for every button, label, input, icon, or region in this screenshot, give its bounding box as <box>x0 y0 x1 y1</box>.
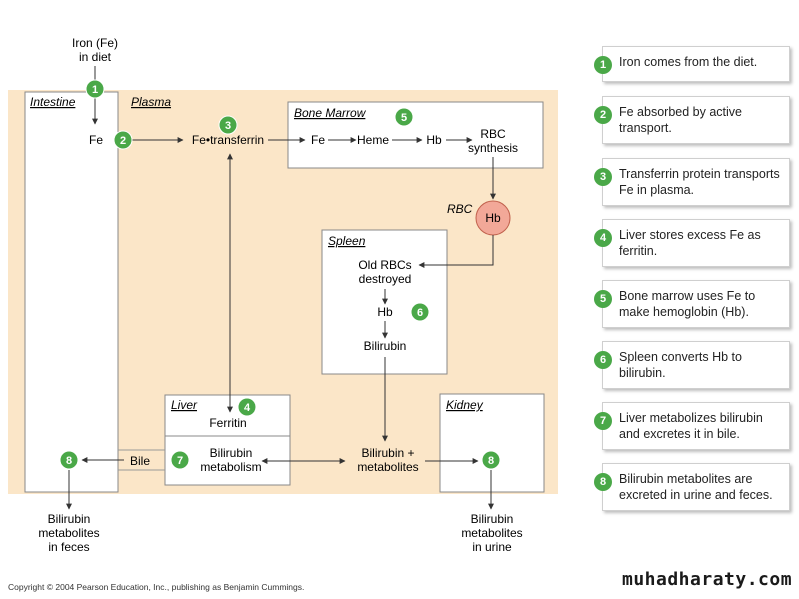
bm-fe: Fe <box>311 133 325 147</box>
legend-text: Spleen converts Hb to bilirubin. <box>619 350 742 380</box>
liver-label: Liver <box>171 398 198 412</box>
bilirubin-metabolites-line2: metabolites <box>357 460 418 474</box>
svg-text:5: 5 <box>401 112 407 124</box>
rbc-hb: Hb <box>485 211 501 225</box>
svg-text:8: 8 <box>488 455 494 467</box>
rbc-label: RBC <box>447 202 473 216</box>
legend-number: 7 <box>594 412 612 430</box>
legend-item-2: 2 Fe absorbed by active transport. <box>594 96 790 144</box>
step-7-marker: 7 <box>170 450 190 470</box>
bone-marrow-box <box>287 101 544 169</box>
rbc-synthesis-line2: synthesis <box>468 141 518 155</box>
intestine-label: Intestine <box>30 95 76 109</box>
legend-number: 2 <box>594 106 612 124</box>
legend-text: Bilirubin metabolites are excreted in ur… <box>619 472 773 502</box>
legend-text: Fe absorbed by active transport. <box>619 105 742 135</box>
svg-text:3: 3 <box>225 120 231 132</box>
arrow-rbc-to-spleen <box>418 235 494 268</box>
legend-item-7: 7 Liver metabolizes bilirubin and excret… <box>594 402 790 450</box>
spleen-hb: Hb <box>377 305 393 319</box>
iron-metabolism-diagram: Intestine Plasma Bone Marrow Spleen Live… <box>8 36 558 554</box>
legend-number: 5 <box>594 290 612 308</box>
legend-number: 4 <box>594 229 612 247</box>
urine-output-line3: in urine <box>472 540 512 554</box>
legend-item-4: 4 Liver stores excess Fe as ferritin. <box>594 219 790 267</box>
intestine-box <box>24 91 119 493</box>
legend-number: 8 <box>594 473 612 491</box>
heme: Heme <box>357 133 389 147</box>
old-rbcs-line2: destroyed <box>359 272 412 286</box>
copyright-text: Copyright © 2004 Pearson Education, Inc.… <box>8 582 305 592</box>
legend-item-6: 6 Spleen converts Hb to bilirubin. <box>594 341 790 389</box>
iron-in-diet-line2: in diet <box>79 50 112 64</box>
svg-text:8: 8 <box>66 455 72 467</box>
step-8-marker-feces: 8 <box>59 450 79 470</box>
feces-output-line2: metabolites <box>38 526 99 540</box>
step-3-marker: 3 <box>218 115 238 135</box>
legend-number: 6 <box>594 351 612 369</box>
old-rbcs-line1: Old RBCs <box>358 258 411 272</box>
ferritin: Ferritin <box>209 416 246 430</box>
svg-text:7: 7 <box>177 455 183 467</box>
feces-output-line3: in feces <box>48 540 89 554</box>
legend-text: Liver stores excess Fe as ferritin. <box>619 228 761 258</box>
legend-text: Bone marrow uses Fe to make hemoglobin (… <box>619 289 756 319</box>
legend-number: 1 <box>594 56 612 74</box>
step-8-marker-urine: 8 <box>481 450 501 470</box>
kidney-label: Kidney <box>446 398 484 412</box>
bilirubin-metabolism-line1: Bilirubin <box>210 446 253 460</box>
iron-in-diet-line1: Iron (Fe) <box>72 36 118 50</box>
step-6-marker: 6 <box>410 302 430 322</box>
legend-item-1: 1 Iron comes from the diet. <box>594 46 790 82</box>
bilirubin-metabolism-line2: metabolism <box>200 460 261 474</box>
rbc-synthesis-line1: RBC <box>480 127 506 141</box>
fe-intestine: Fe <box>89 133 103 147</box>
legend-item-5: 5 Bone marrow uses Fe to make hemoglobin… <box>594 280 790 328</box>
legend-item-8: 8 Bilirubin metabolites are excreted in … <box>594 463 790 511</box>
legend-text: Iron comes from the diet. <box>619 55 758 69</box>
step-1-marker: 1 <box>85 79 105 99</box>
legend-text: Liver metabolizes bilirubin and excretes… <box>619 411 763 441</box>
plasma-label: Plasma <box>131 95 171 109</box>
feces-output-line1: Bilirubin <box>48 512 91 526</box>
watermark-logo: muhadharaty.com <box>622 569 793 590</box>
legend-number: 3 <box>594 168 612 186</box>
bone-marrow-label: Bone Marrow <box>294 106 367 120</box>
step-2-marker: 2 <box>113 130 133 150</box>
kidney-box <box>439 393 545 493</box>
urine-output-line2: metabolites <box>461 526 522 540</box>
spleen-bilirubin: Bilirubin <box>364 339 407 353</box>
spleen-label: Spleen <box>328 234 366 248</box>
svg-text:1: 1 <box>92 84 98 96</box>
legend-text: Transferrin protein transports Fe in pla… <box>619 167 780 197</box>
bm-hb: Hb <box>426 133 442 147</box>
legend-item-3: 3 Transferrin protein transports Fe in p… <box>594 158 790 206</box>
urine-output-line1: Bilirubin <box>471 512 514 526</box>
svg-text:6: 6 <box>417 307 423 319</box>
svg-text:2: 2 <box>120 135 126 147</box>
step-5-marker: 5 <box>394 107 414 127</box>
step-4-marker: 4 <box>237 397 257 417</box>
bile-label: Bile <box>130 454 150 468</box>
bilirubin-metabolites-line1: Bilirubin + <box>361 446 414 460</box>
svg-text:4: 4 <box>244 402 251 414</box>
fe-transferrin: Fe•transferrin <box>192 133 264 147</box>
